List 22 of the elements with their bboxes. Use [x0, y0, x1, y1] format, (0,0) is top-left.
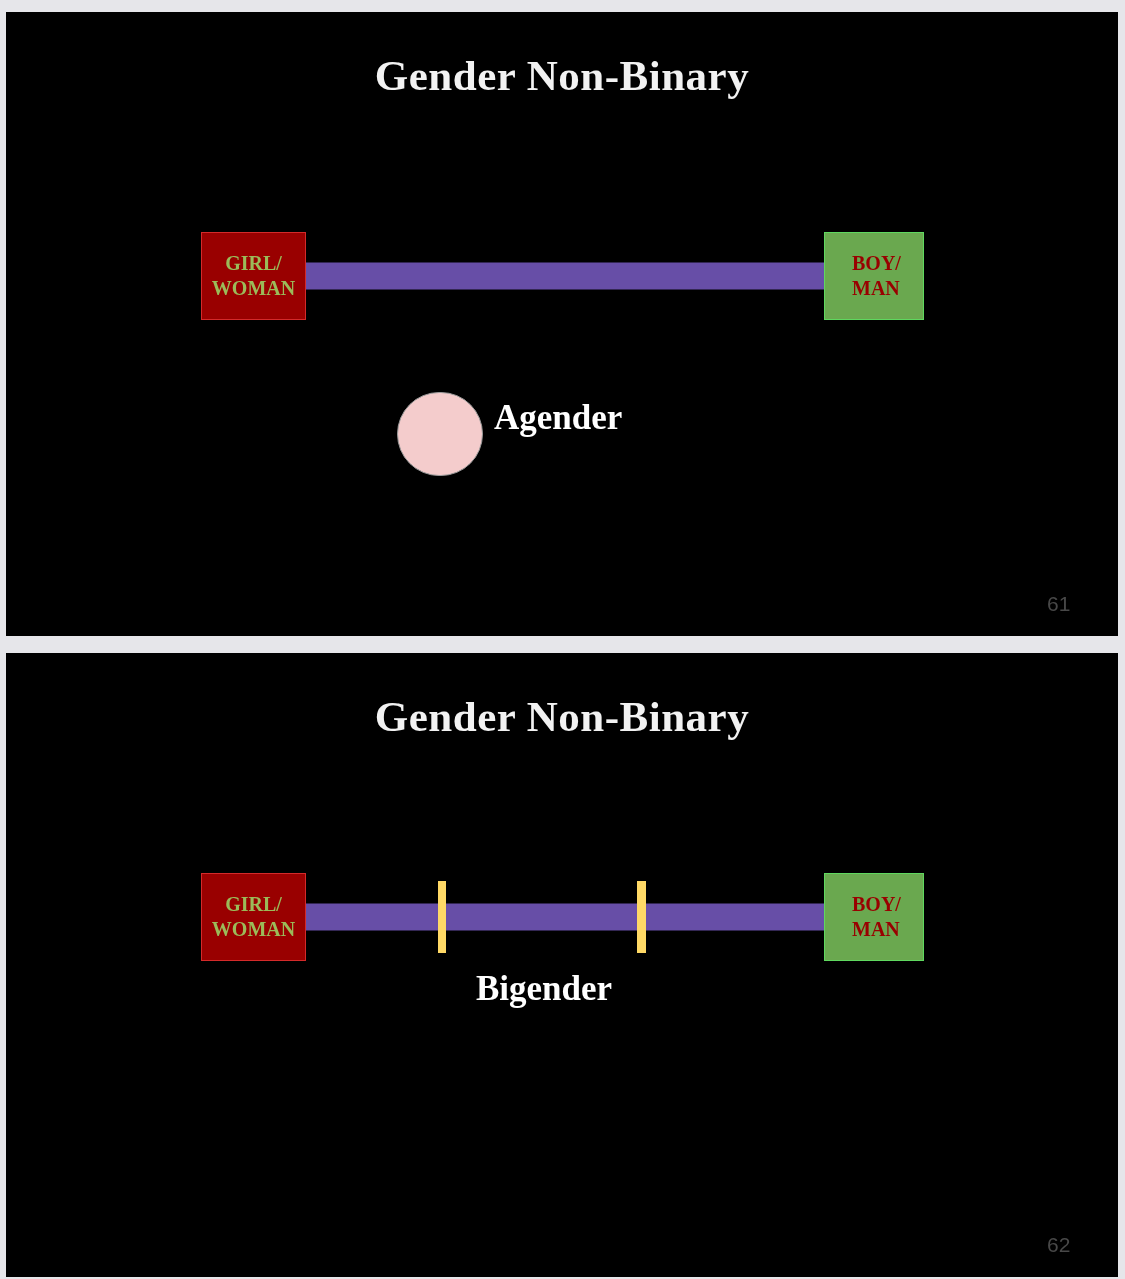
category-box — [201, 232, 306, 320]
circle-caption: Agender — [494, 397, 623, 439]
caption-text: Bigender — [475, 968, 613, 1010]
page-number: 61 — [1047, 592, 1071, 616]
slide-panel — [6, 653, 1118, 1277]
category-box — [824, 873, 924, 961]
slide-title: Gender Non-Binary — [374, 51, 750, 101]
tick-mark — [438, 881, 446, 953]
slide-panel — [6, 12, 1118, 636]
connector-bar — [306, 262, 824, 290]
connector-bar — [646, 903, 824, 931]
box-label: BOY/ MAN — [852, 251, 902, 301]
box-label: BOY/ MAN — [852, 892, 902, 942]
connector-bar — [306, 903, 438, 931]
box-label: GIRL/ WOMAN — [210, 892, 297, 942]
slide-title: Gender Non-Binary — [374, 692, 750, 742]
category-box — [824, 232, 924, 320]
box-label: GIRL/ WOMAN — [210, 251, 297, 301]
connector-bar — [446, 903, 637, 931]
page-number: 62 — [1047, 1233, 1071, 1257]
tick-mark — [637, 881, 646, 953]
category-box — [201, 873, 306, 961]
